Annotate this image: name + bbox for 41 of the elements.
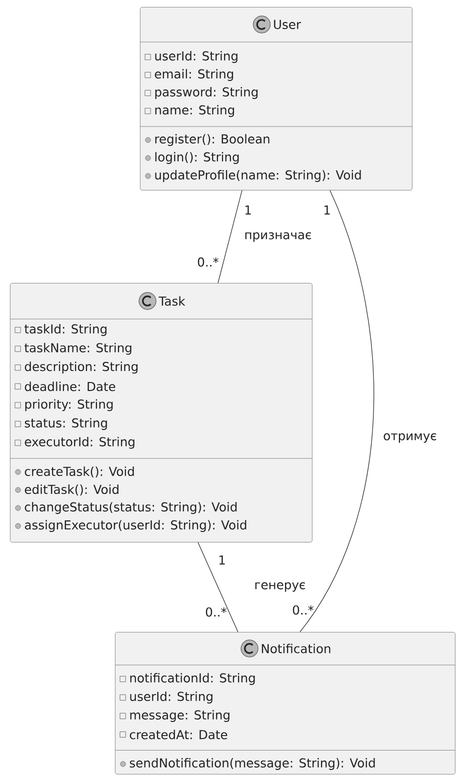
class-box	[114, 632, 456, 774]
class-box	[140, 7, 412, 190]
method-text: editTask(): Void	[24, 484, 118, 496]
attribute-text: notificationId: String	[130, 673, 255, 685]
attribute-text: executorId: String	[24, 436, 134, 449]
multiplicity-label: 0..*	[198, 257, 219, 267]
class-name: User	[274, 20, 301, 30]
attribute-text: userId: String	[130, 692, 212, 704]
attribute-text: userId: String	[155, 51, 238, 63]
attribute-text: priority: String	[25, 399, 113, 412]
edge-label: отримує	[382, 432, 438, 444]
attribute-text: message: String	[130, 710, 230, 722]
method-text: updateProfile(name: String): Void	[155, 170, 361, 182]
association-line	[218, 190, 242, 284]
class-box	[10, 283, 312, 542]
method-text: createTask(): Void	[24, 466, 134, 478]
class-name: Task	[158, 296, 186, 306]
method-text: login(): String	[155, 152, 239, 164]
association-line	[300, 190, 374, 632]
class-name: Notification	[262, 644, 330, 654]
attribute-text: deadline: Date	[24, 382, 116, 392]
edge-label: генерує	[253, 581, 307, 593]
attribute-text: taskId: String	[24, 324, 106, 336]
attribute-text: password: String	[155, 87, 258, 99]
multiplicity-label: 1	[324, 206, 330, 214]
attribute-text: taskName: String	[24, 342, 132, 355]
method-text: assignExecutor(userId: String): Void	[24, 520, 246, 532]
attribute-text: status: String	[24, 418, 107, 430]
attribute-text: createdAt: Date	[130, 730, 228, 740]
association-line	[198, 542, 238, 632]
attribute-text: email: String	[154, 69, 234, 81]
method-text: register(): Boolean	[155, 134, 270, 146]
method-text: sendNotification(message: String): Void	[130, 758, 375, 770]
multiplicity-label: 1	[245, 206, 251, 214]
method-text: changeStatus(status: String): Void	[24, 502, 237, 514]
multiplicity-label: 1	[219, 556, 225, 564]
multiplicity-label: 0..*	[206, 607, 227, 617]
multiplicity-label: 0..*	[292, 605, 314, 615]
attribute-text: name: String	[155, 105, 234, 117]
edge-label: призначає	[243, 231, 313, 243]
attribute-text: description: String	[24, 362, 138, 374]
